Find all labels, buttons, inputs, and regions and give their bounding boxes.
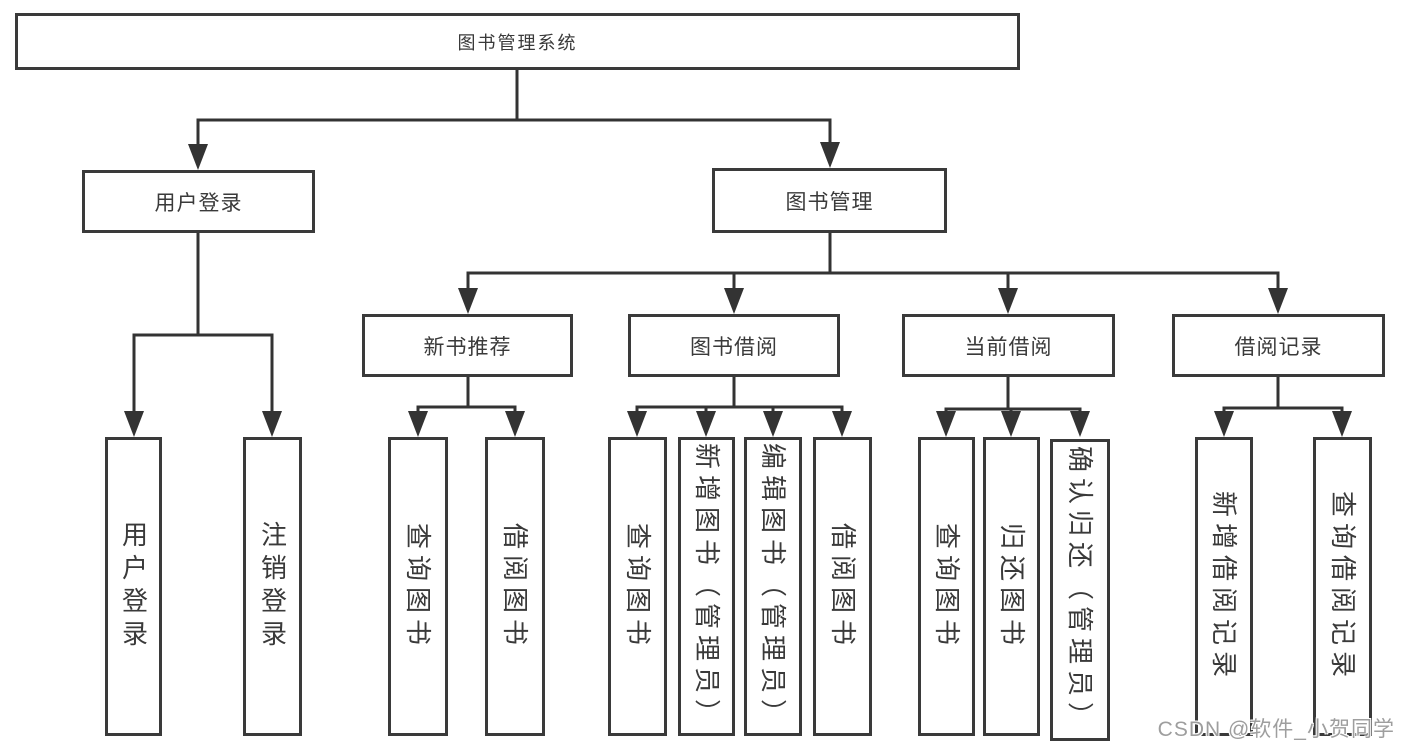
leaf-current-confirm-return-admin: 确认归还（管理员）	[1050, 439, 1110, 741]
node-root-library-system: 图书管理系统	[15, 13, 1020, 70]
leaf-borrow-edit-books-admin: 编辑图书（管理员）	[744, 437, 802, 736]
node-label: 借阅记录	[1234, 335, 1323, 359]
arrow-icon	[820, 142, 840, 168]
node-label: 查询借阅记录	[1327, 490, 1358, 683]
node-label: 确认归还（管理员）	[1065, 445, 1096, 735]
csdn-watermark: CSDN @软件_小贺同学	[1157, 718, 1395, 741]
node-label: 图书管理系统	[457, 32, 578, 53]
arrow-icon	[936, 411, 956, 437]
node-label: 新增借阅记录	[1209, 490, 1240, 683]
node-label: 查询图书	[403, 522, 434, 651]
node-book-borrowing: 图书借阅	[628, 314, 840, 377]
node-user-login: 用户登录	[82, 170, 315, 233]
arrow-icon	[763, 411, 783, 437]
node-label: 用户登录	[118, 520, 149, 653]
node-label: 新书推荐	[423, 335, 512, 359]
leaf-user-login: 用户登录	[105, 437, 162, 736]
arrow-icon	[832, 411, 852, 437]
leaf-borrow-borrow-books: 借阅图书	[813, 437, 872, 736]
arrow-icon	[724, 288, 744, 314]
node-borrow-records: 借阅记录	[1172, 314, 1385, 377]
leaf-record-add-borrow-record: 新增借阅记录	[1195, 437, 1253, 736]
leaf-current-query-books: 查询图书	[918, 437, 975, 736]
node-label: 查询图书	[931, 522, 962, 651]
arrow-icon	[696, 411, 716, 437]
arrow-icon	[188, 144, 208, 170]
node-label: 图书借阅	[690, 335, 778, 359]
node-book-management: 图书管理	[712, 168, 947, 233]
node-label: 借阅图书	[500, 522, 531, 651]
arrow-icon	[124, 411, 144, 437]
connector-arrowheads	[124, 142, 1352, 437]
arrow-icon	[1070, 411, 1090, 437]
arrow-icon	[1332, 411, 1352, 437]
node-new-book-recommend: 新书推荐	[362, 314, 573, 377]
leaf-borrow-query-books: 查询图书	[608, 437, 667, 736]
arrow-icon	[1001, 411, 1021, 437]
leaf-recommend-query-books: 查询图书	[388, 437, 448, 736]
leaf-record-query-borrow-record: 查询借阅记录	[1313, 437, 1372, 736]
node-label: 当前借阅	[964, 335, 1053, 359]
arrow-icon	[262, 411, 282, 437]
arrow-icon	[408, 411, 428, 437]
arrow-icon	[458, 288, 478, 314]
node-label: 归还图书	[996, 522, 1027, 651]
arrow-icon	[998, 288, 1018, 314]
node-label: 图书管理	[785, 190, 874, 214]
node-current-borrowing: 当前借阅	[902, 314, 1115, 377]
node-label: 查询图书	[622, 522, 653, 651]
leaf-logout-login: 注销登录	[243, 437, 302, 736]
node-label: 用户登录	[154, 191, 243, 215]
arrow-icon	[505, 411, 525, 437]
arrow-icon	[1268, 288, 1288, 314]
node-label: 注销登录	[257, 520, 288, 653]
node-label: 借阅图书	[827, 522, 858, 651]
arrow-icon	[627, 411, 647, 437]
node-label: 编辑图书（管理员）	[758, 442, 789, 731]
node-label: 新增图书（管理员）	[691, 442, 722, 731]
arrow-icon	[1214, 411, 1234, 437]
leaf-borrow-add-books-admin: 新增图书（管理员）	[678, 437, 735, 736]
leaf-recommend-borrow-books: 借阅图书	[485, 437, 545, 736]
leaf-current-return-books: 归还图书	[983, 437, 1040, 736]
